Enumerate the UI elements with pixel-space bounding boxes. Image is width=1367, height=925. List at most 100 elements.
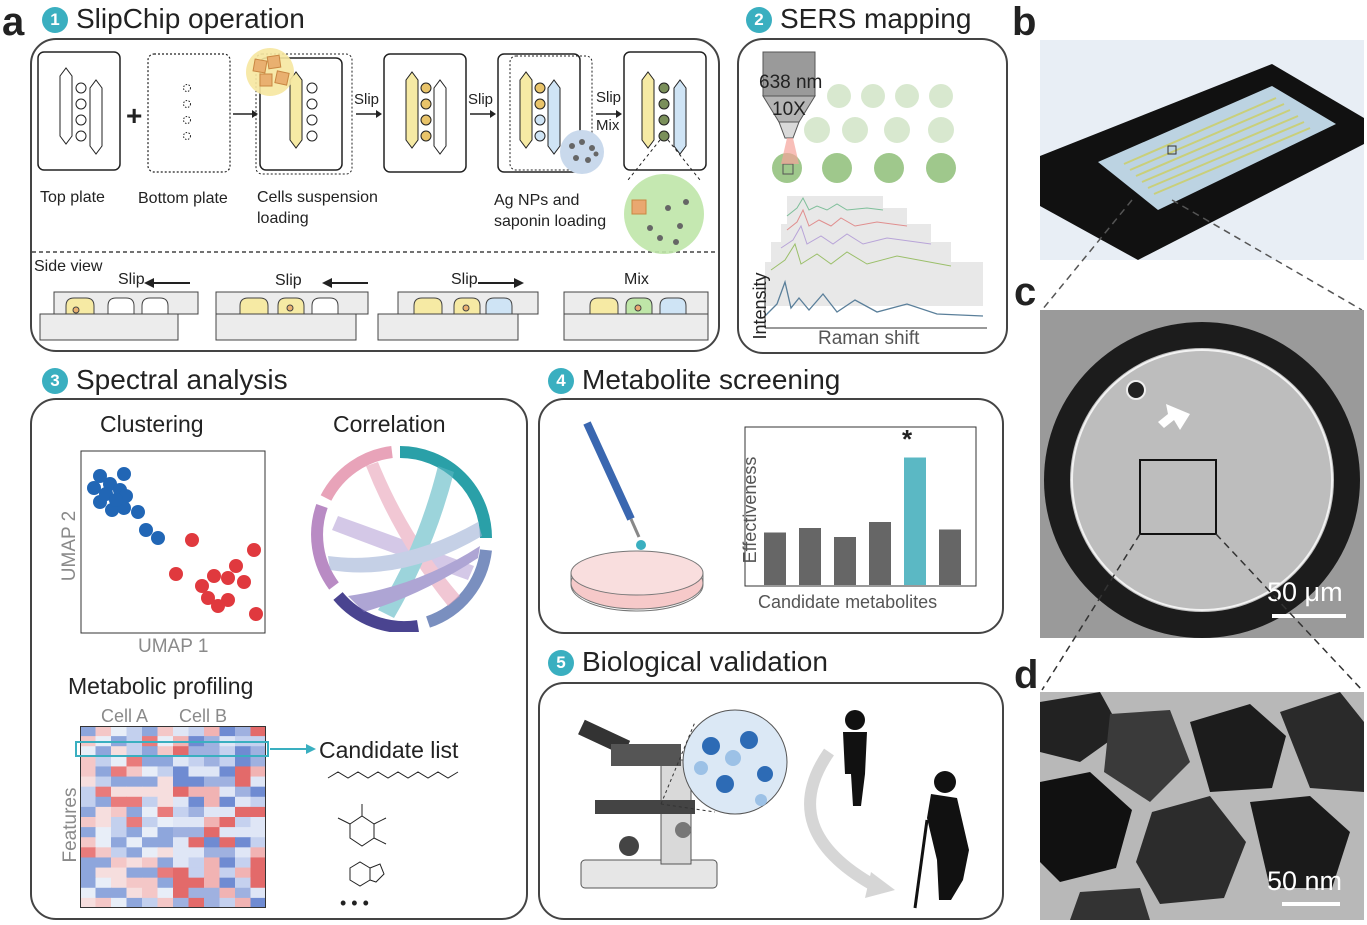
heatmap-cell [173,827,189,838]
heatmap-cell [111,857,127,869]
plus-sign: + [126,100,143,131]
heatmap-cell [142,887,158,899]
ag-loading-label-1: Ag NPs and [494,192,580,209]
heatmap-cell [80,857,96,869]
umap-xlabel: UMAP 1 [138,636,209,657]
heatmap-cell [188,897,205,908]
validation-panel [538,682,1004,920]
heatmap-cell [126,837,143,848]
bottom-plate-label: Bottom plate [138,190,228,207]
heatmap-cell [235,726,251,737]
heatmap-cell [126,796,143,808]
heatmap-cell [142,867,158,879]
heatmap-cell [157,827,174,838]
heatmap-cell [250,837,266,848]
heatmap-cell [235,897,251,908]
heatmap-cell [173,817,189,828]
heatmap-cell [235,877,251,889]
heatmap-cell [204,857,220,869]
heatmap-cell [219,786,236,798]
heatmap-cell [95,746,112,757]
heatmap-cell [173,756,189,767]
heatmap-cell [111,776,127,788]
heatmap-cell [188,887,205,899]
heatmap-cell [188,827,205,838]
sers-xlabel: Raman shift [818,328,920,349]
heatmap-cell [80,766,96,778]
heatmap-cell [111,806,127,818]
bar-5 [904,457,926,585]
bar-6 [939,529,961,585]
heatmap-cell [250,796,266,808]
heatmap-cell [204,806,220,818]
heatmap-cell [142,756,158,767]
heatmap-cell [173,726,189,737]
heatmap-cell [95,847,112,858]
slipchip-diagram [32,48,718,341]
heatmap-cell [142,837,158,848]
molecule-structures [327,771,459,887]
heatmap-cell [142,766,158,778]
heatmap-cell [80,806,96,818]
heatmap-cell [219,746,236,757]
heatmap-cell [250,806,266,818]
heatmap-cell [126,857,143,869]
heatmap-cell [173,887,189,899]
heatmap-cell [126,726,143,737]
heatmap-cell [188,857,205,869]
bar-3 [834,537,856,585]
heatmap-cell [188,786,205,798]
heatmap-cell [142,746,158,757]
heatmap-border [80,726,266,908]
features-label: Features [60,787,81,863]
heatmap-cell [95,887,112,899]
heatmap-cell [95,756,112,767]
heatmap-cell [142,897,158,908]
heatmap-cell [126,766,143,778]
cell-a-label: Cell A [101,706,149,726]
analysis-panel [30,398,528,920]
heatmap-cell [126,847,143,858]
side-slip-label-3: Slip [451,271,478,288]
heatmap-cell [219,847,236,858]
heatmap-cell [157,857,174,869]
heatmap-cell [111,897,127,908]
heatmap-cell [126,817,143,828]
heatmap-cell [219,817,236,828]
effectiveness-chart [744,426,977,587]
heatmap-cell [204,786,220,798]
heatmap-cell [95,857,112,869]
heatmap-cell [157,726,174,737]
ag-loading-label-2: saponin loading [494,213,607,230]
heatmap-cell [157,847,174,858]
heatmap-cell [250,847,266,858]
umap-plot [80,450,266,634]
heatmap-cell [111,726,127,737]
heatmap-cell [157,776,174,788]
slip-label-1: Slip [354,91,380,108]
heatmap-cell [235,847,251,858]
heatmap-cell [80,746,96,757]
heatmap-cell [80,877,96,889]
heatmap-cell [204,887,220,899]
candidate-list-title: Candidate list [319,737,459,763]
step-2-badge: 2 [746,7,772,33]
heatmap-cell [188,847,205,858]
heatmap-cell [219,877,236,889]
heatmap-cell [111,786,127,798]
heatmap-cell [204,877,220,889]
heatmap-cell [204,726,220,737]
heatmap-cell [235,827,251,838]
heatmap-cell [235,766,251,778]
heatmap-cell [188,766,205,778]
side-mix-label: Mix [624,271,649,288]
heatmap-cell [188,806,205,818]
slip-label-2: Slip [468,91,494,108]
heatmap-cell [80,776,96,788]
objective-label: 10X [772,99,806,120]
heatmap-cell [111,867,127,879]
profiling-title: Metabolic profiling [68,673,254,699]
